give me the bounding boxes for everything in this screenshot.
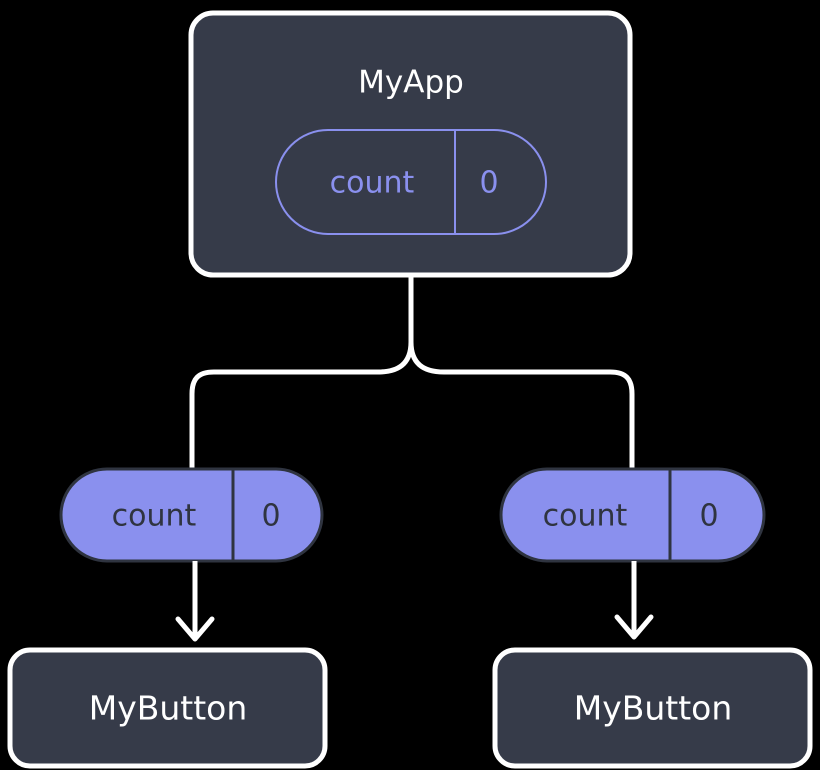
- prop-pill-right-value: 0: [699, 499, 718, 534]
- node-mybutton-right[interactable]: MyButton: [492, 647, 813, 769]
- arrow-right: [614, 561, 654, 640]
- arrow-left-head: [175, 616, 215, 642]
- prop-pill-left[interactable]: count 0: [59, 467, 324, 563]
- branch-left: count 0 MyButton: [7, 467, 328, 769]
- node-myapp-box: [188, 10, 633, 278]
- prop-pill-left-value: 0: [261, 499, 280, 534]
- connector-branch-left: [189, 339, 414, 473]
- connector-branch-right: [408, 339, 635, 473]
- node-mybutton-left-box: [7, 647, 328, 769]
- prop-pill-right[interactable]: count 0: [499, 467, 766, 563]
- node-myapp[interactable]: MyApp count 0: [188, 10, 633, 278]
- prop-pill-right-key: count: [543, 499, 628, 534]
- arrow-left: [175, 561, 215, 642]
- node-myapp-label: MyApp: [358, 65, 464, 101]
- node-mybutton-left[interactable]: MyButton: [7, 647, 328, 769]
- branch-right: count 0 MyButton: [492, 467, 813, 769]
- prop-pill-left-shape: [59, 467, 324, 563]
- prop-pill-left-key: count: [112, 499, 197, 534]
- connector-group: [189, 273, 635, 473]
- node-mybutton-right-box: [492, 647, 813, 769]
- prop-pill-right-shape: [499, 467, 766, 563]
- state-pill-root-value: 0: [479, 166, 498, 201]
- state-pill-root[interactable]: count 0: [275, 129, 547, 235]
- node-mybutton-right-label: MyButton: [574, 689, 733, 728]
- arrow-right-head: [614, 614, 654, 640]
- state-pill-root-key: count: [330, 166, 415, 201]
- node-mybutton-left-label: MyButton: [89, 689, 248, 728]
- state-pill-root-shape: [275, 129, 547, 235]
